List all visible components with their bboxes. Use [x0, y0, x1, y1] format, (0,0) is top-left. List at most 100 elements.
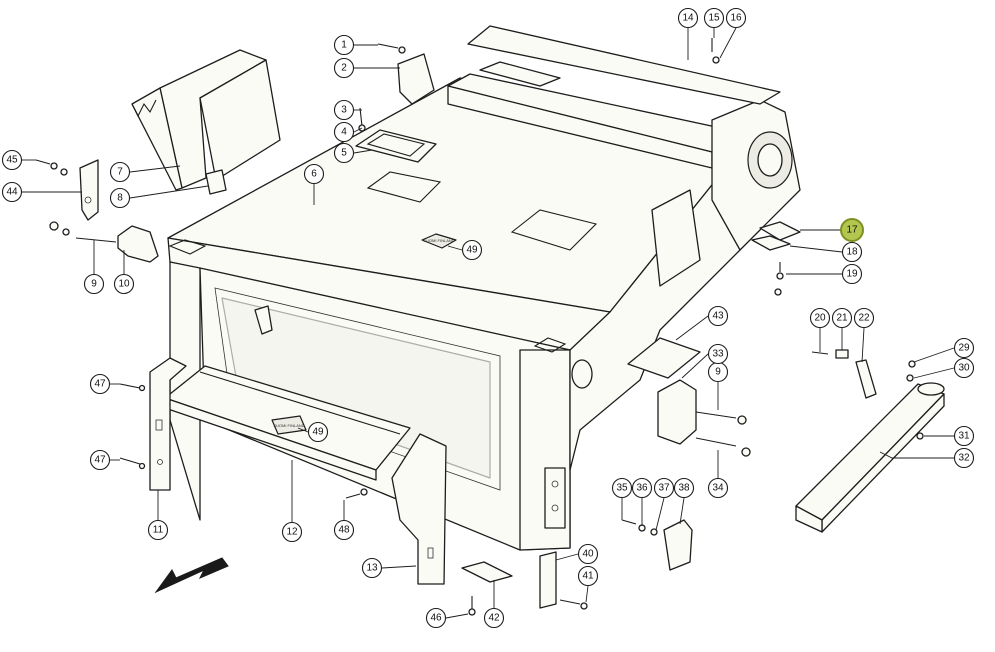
- clamp-block: [117, 225, 159, 263]
- pad-17: [759, 221, 801, 241]
- svg-text:7: 7: [117, 167, 123, 178]
- callout-33[interactable]: 33: [707, 343, 729, 365]
- callout-29[interactable]: 29: [953, 337, 975, 359]
- callout-7[interactable]: 7: [109, 161, 131, 183]
- callout-20[interactable]: 20: [809, 307, 831, 329]
- callout-36[interactable]: 36: [631, 477, 653, 499]
- callout-13[interactable]: 13: [361, 557, 383, 579]
- bracket-33: [657, 379, 697, 445]
- svg-text:32: 32: [958, 453, 970, 464]
- callout-19[interactable]: 19: [841, 263, 863, 285]
- callout-9-left[interactable]: 9: [83, 273, 105, 295]
- svg-text:15: 15: [708, 13, 720, 24]
- callout-17-highlighted[interactable]: 17: [840, 218, 864, 242]
- callout-6[interactable]: 6: [303, 163, 325, 185]
- svg-text:47: 47: [94, 455, 106, 466]
- callout-31[interactable]: 31: [953, 425, 975, 447]
- callout-49-beam[interactable]: 49: [307, 421, 329, 443]
- callout-43[interactable]: 43: [707, 305, 729, 327]
- svg-text:42: 42: [488, 613, 500, 624]
- direction-arrow-icon: [154, 557, 229, 594]
- svg-text:47: 47: [94, 379, 106, 390]
- callout-41[interactable]: 41: [577, 565, 599, 587]
- svg-text:SUOMI FINLAND: SUOMI FINLAND: [423, 238, 454, 243]
- right-leg-bracket: [391, 433, 447, 585]
- callout-48[interactable]: 48: [333, 519, 355, 541]
- svg-text:31: 31: [958, 431, 970, 442]
- callout-22[interactable]: 22: [853, 307, 875, 329]
- svg-text:10: 10: [118, 279, 130, 290]
- svg-text:40: 40: [582, 549, 594, 560]
- callout-3[interactable]: 3: [333, 99, 355, 121]
- callout-42[interactable]: 42: [483, 607, 505, 629]
- callout-40[interactable]: 40: [577, 543, 599, 565]
- callout-49-top[interactable]: 49: [461, 239, 483, 261]
- svg-text:8: 8: [117, 193, 123, 204]
- svg-text:35: 35: [616, 483, 628, 494]
- angle-42: [461, 561, 513, 583]
- top-left-bracket: [131, 49, 281, 195]
- svg-text:3: 3: [341, 105, 347, 116]
- svg-text:21: 21: [836, 313, 848, 324]
- side-bracket: [79, 159, 99, 221]
- svg-text:49: 49: [312, 427, 324, 438]
- svg-text:9: 9: [715, 367, 721, 378]
- callout-38[interactable]: 38: [673, 477, 695, 499]
- svg-text:16: 16: [730, 13, 742, 24]
- callout-45[interactable]: 45: [1, 149, 23, 171]
- callout-16[interactable]: 16: [725, 7, 747, 29]
- callout-18[interactable]: 18: [841, 241, 863, 263]
- svg-text:11: 11: [153, 525, 164, 536]
- svg-text:45: 45: [6, 155, 18, 166]
- callout-9-right[interactable]: 9: [707, 361, 729, 383]
- svg-text:17: 17: [846, 225, 858, 236]
- svg-text:29: 29: [958, 343, 970, 354]
- svg-text:6: 6: [311, 169, 317, 180]
- svg-text:2: 2: [341, 63, 347, 74]
- callout-4[interactable]: 4: [333, 121, 355, 143]
- bracket-38: [663, 519, 693, 571]
- main-frame: [167, 25, 801, 551]
- svg-text:1: 1: [341, 40, 347, 51]
- svg-text:41: 41: [582, 571, 594, 582]
- svg-text:30: 30: [958, 363, 970, 374]
- callout-5[interactable]: 5: [333, 142, 355, 164]
- callout-34[interactable]: 34: [707, 477, 729, 499]
- svg-text:44: 44: [6, 187, 18, 198]
- svg-text:49: 49: [466, 245, 478, 256]
- callout-47-lower[interactable]: 47: [89, 449, 111, 471]
- callout-44[interactable]: 44: [1, 181, 23, 203]
- callout-46[interactable]: 46: [425, 607, 447, 629]
- callout-14[interactable]: 14: [677, 7, 699, 29]
- svg-text:5: 5: [341, 148, 347, 159]
- callout-32[interactable]: 32: [953, 447, 975, 469]
- svg-text:33: 33: [712, 349, 724, 360]
- svg-text:4: 4: [341, 127, 347, 138]
- callout-15[interactable]: 15: [703, 7, 725, 29]
- svg-text:12: 12: [286, 527, 298, 538]
- callout-47-upper[interactable]: 47: [89, 373, 111, 395]
- strap-40: [539, 551, 557, 609]
- svg-text:19: 19: [846, 269, 858, 280]
- callout-35[interactable]: 35: [611, 477, 633, 499]
- svg-text:13: 13: [366, 563, 378, 574]
- callout-11[interactable]: 11: [147, 519, 169, 541]
- svg-text:9: 9: [91, 279, 97, 290]
- svg-text:18: 18: [846, 247, 858, 258]
- label-plate: [271, 415, 307, 435]
- callout-30[interactable]: 30: [953, 357, 975, 379]
- pad-18: [751, 235, 791, 251]
- callout-12[interactable]: 12: [281, 521, 303, 543]
- callout-8[interactable]: 8: [109, 187, 131, 209]
- callout-37[interactable]: 37: [653, 477, 675, 499]
- callout-10[interactable]: 10: [113, 273, 135, 295]
- callout-1[interactable]: 1: [333, 34, 355, 56]
- callout-21[interactable]: 21: [831, 307, 853, 329]
- callouts: 1 2 3 4 5 6 7 8 9 9 10 11 12 13 14 15 16…: [1, 7, 975, 629]
- label-plate-top: SUOMI FINLAND: [421, 233, 457, 249]
- svg-text:34: 34: [712, 483, 724, 494]
- svg-text:48: 48: [338, 525, 350, 536]
- left-leg-bracket: [149, 357, 187, 491]
- svg-text:37: 37: [658, 483, 670, 494]
- callout-2[interactable]: 2: [333, 57, 355, 79]
